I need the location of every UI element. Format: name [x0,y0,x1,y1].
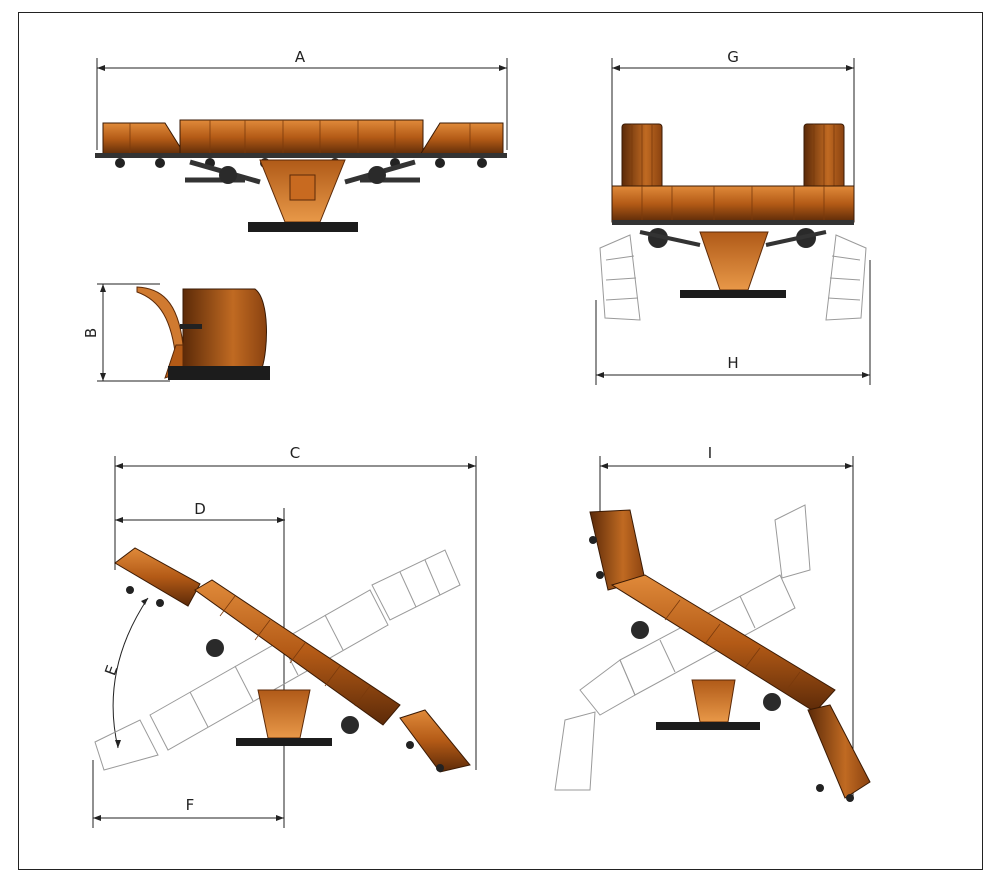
label-d: D [194,500,206,518]
angle-arc-e [112,597,149,749]
label-f: F [186,796,195,814]
label-a: A [295,48,306,66]
angled-mount [257,689,311,739]
front-view: A [95,48,508,232]
label-b: B [82,328,100,338]
center-blade [179,119,424,156]
ghost-blade-angled [94,549,461,771]
v-angled-view: I [554,444,871,802]
v-mount [691,679,736,723]
mount-base [248,222,358,232]
label-c: C [290,444,300,462]
folded-mount [699,231,769,291]
label-h: H [727,354,738,372]
drawing-frame [18,12,983,870]
right-wing-blade [419,122,504,156]
solid-v-blade [589,509,871,802]
label-i: I [708,444,712,462]
folded-center-blade [611,185,855,223]
left-wing-blade [102,122,186,156]
folded-view: G H [595,48,871,385]
ghost-wings [599,234,867,321]
angled-view: C D F E [92,444,477,828]
label-g: G [727,48,739,66]
side-view: B [82,283,270,382]
solid-blade-angled [114,547,471,773]
side-base [168,366,270,380]
ghost-v-blade [554,504,811,791]
